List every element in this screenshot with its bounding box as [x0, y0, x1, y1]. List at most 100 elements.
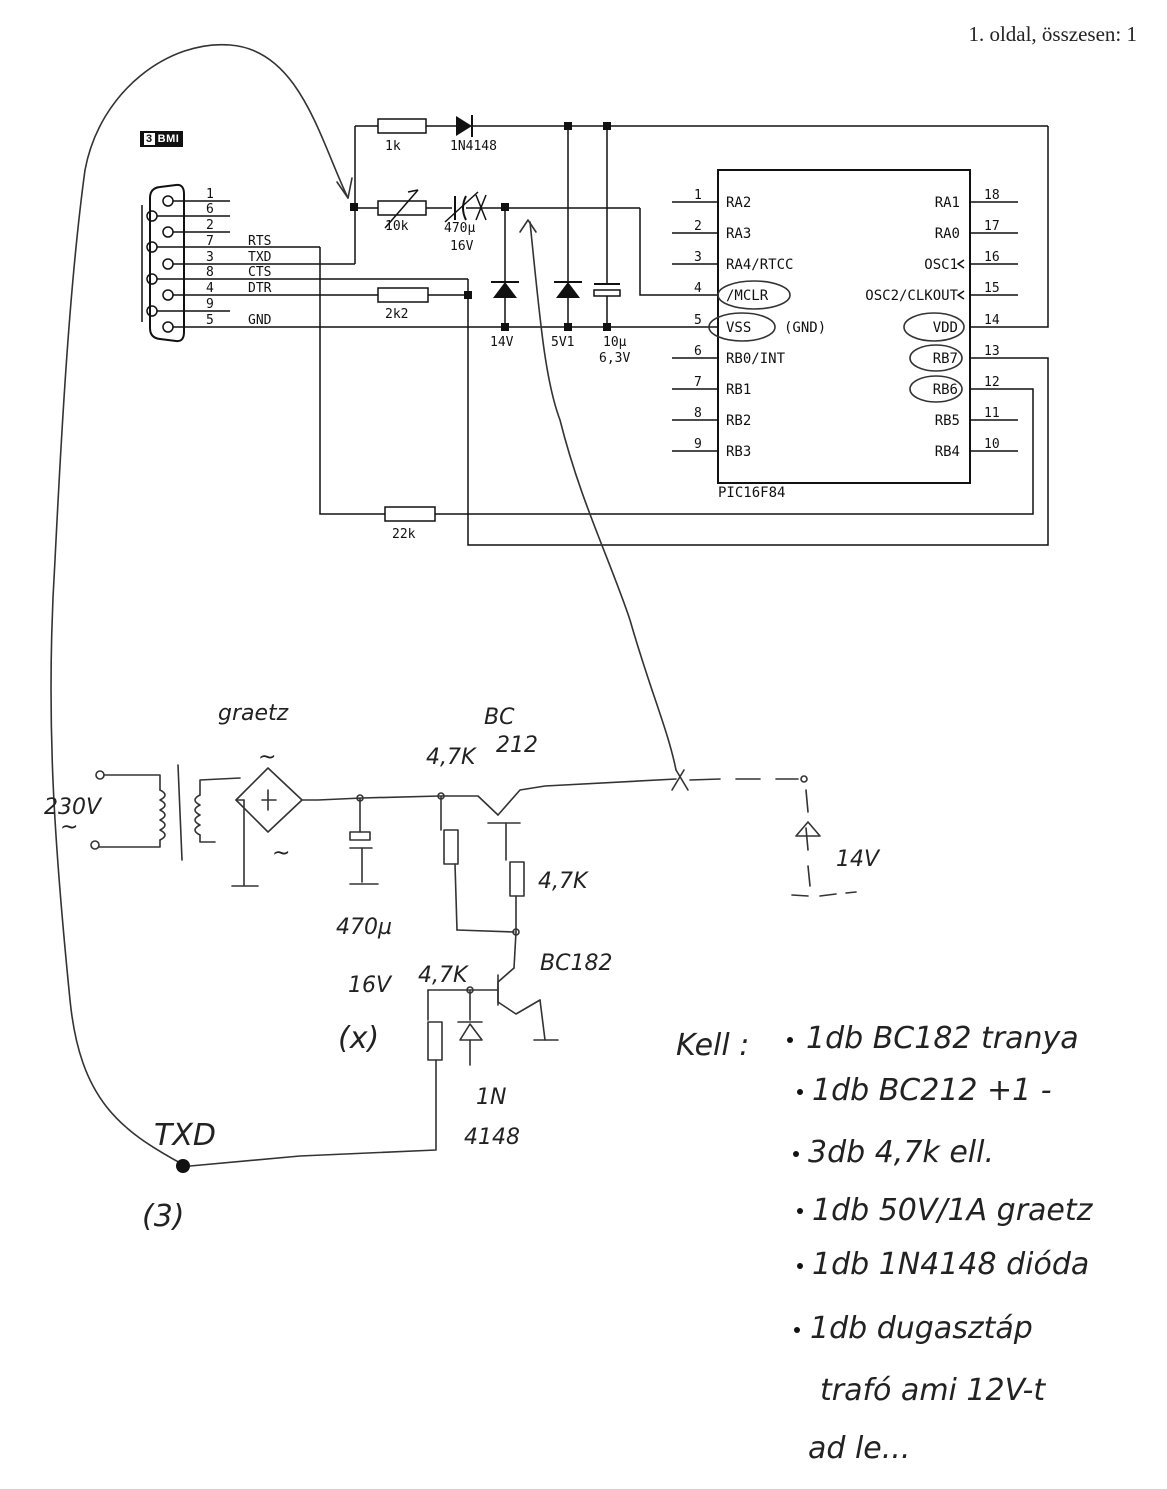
chip-pin-num: 1 [694, 188, 702, 203]
hw-label-230v: 230V [44, 795, 103, 820]
db9-pin-number: 7 [206, 234, 214, 249]
arrowhead [519, 219, 537, 233]
txd-terminal [176, 1159, 190, 1173]
chip-pin-label: RB6 [933, 382, 958, 398]
db9-pin-number: 3 [206, 250, 214, 265]
hw-label-pin3: (3) [142, 1199, 185, 1234]
capacitor-10u [593, 122, 621, 331]
chip-pin-label: RA3 [726, 226, 751, 242]
parts-list-title: Kell : [676, 1028, 749, 1063]
parts-list-item: 1db 50V/1A graetz [812, 1193, 1094, 1228]
chip-pin-label: RB2 [726, 413, 751, 429]
signal-label-gnd: GND [248, 313, 272, 328]
chip-pin-label: RB0/INT [726, 351, 786, 367]
db9-pin-number: 5 [206, 313, 214, 328]
hw-label-tilde: ~ [272, 841, 290, 866]
db9-pin-number: 6 [206, 202, 214, 217]
wire-rb6 [435, 388, 1034, 515]
handwritten-pin-circles [708, 280, 965, 403]
chip-pin-label: RA4/RTCC [726, 257, 793, 273]
chip-pin-label: RB5 [935, 413, 960, 429]
parts-list-item: 3db 4,7k ell. [808, 1135, 994, 1170]
chip-gnd-note: (GND) [784, 320, 826, 336]
transformer [90, 764, 241, 861]
diode-1n4148 [456, 116, 472, 136]
chip-pin-label: VDD [933, 320, 958, 336]
parts-list-bullets [787, 1037, 803, 1333]
chip-pin-num: 8 [694, 406, 702, 421]
wire-vdd [1018, 126, 1049, 328]
chip-pin-label: RA1 [935, 195, 960, 211]
bridge-rectifier [231, 767, 441, 887]
db9-pin-number: 2 [206, 218, 214, 233]
label-r10k: 10k [385, 219, 409, 234]
handwritten-txd-loop [50, 43, 349, 1165]
hw-label-bc: BC [484, 705, 515, 730]
wire-txd [350, 125, 378, 264]
label-r1k: 1k [385, 139, 401, 154]
db9-connector-body [149, 183, 185, 343]
chip-pin-num: 6 [694, 344, 702, 359]
wire-dtr-rb7 [467, 279, 1049, 546]
chip-pin-num: 18 [984, 188, 1000, 203]
hw-label-x: (x) [338, 1021, 379, 1056]
chip-name: PIC16F84 [718, 485, 785, 501]
resistor-2k2 [377, 287, 429, 303]
bc212-stage [437, 778, 677, 936]
logo-text: BMI [157, 133, 180, 145]
logo-number: 3 [144, 133, 155, 145]
wire-mclr [639, 208, 718, 296]
chip-pin-num: 13 [984, 344, 1000, 359]
label-r2k2: 2k2 [385, 307, 408, 322]
parts-list-line: ad le... [808, 1431, 910, 1466]
hw-label-470u: 470µ [336, 915, 392, 940]
chip-pin-num: 2 [694, 219, 702, 234]
zener-5v1 [554, 122, 582, 331]
capacitor-470u [444, 191, 479, 223]
chip-pin-num: 17 [984, 219, 1000, 234]
signal-label-cts: CTS [248, 265, 271, 280]
hw-label-graetz: graetz [218, 701, 289, 726]
label-r22k: 22k [392, 527, 416, 542]
page-header: 1. oldal, összesen: 1 [968, 22, 1137, 46]
hw-label-1n: 1N [476, 1085, 506, 1110]
chip-left-pin-leads [672, 201, 718, 452]
resistor-22k [384, 506, 436, 522]
chip-pin-num: 9 [694, 437, 702, 452]
chip-pin-label: RA0 [935, 226, 960, 242]
hw-label-4-7k: 4,7K [538, 869, 589, 894]
hw-label-tilde: ~ [60, 815, 78, 840]
resistor-1k [377, 118, 427, 134]
hw-label-14v: 14V [836, 847, 881, 872]
signal-label-rts: RTS [248, 234, 271, 249]
signal-label-txd: TXD [248, 250, 272, 265]
hw-label-txd: TXD [154, 1118, 216, 1153]
chip-pin-label: OSC1 [924, 257, 958, 273]
label-c470u-voltage: 16V [450, 239, 474, 254]
hw-label-16v: 16V [348, 973, 393, 998]
bc182-stage [189, 931, 559, 1167]
chip-pin-num: 7 [694, 375, 702, 390]
chip-pin-label: RB3 [726, 444, 751, 460]
chip-pin-label: VSS [726, 320, 751, 336]
hw-label-4-7k: 4,7K [426, 745, 477, 770]
chip-pin-label: RB1 [726, 382, 751, 398]
chip-pin-label: RB7 [933, 351, 958, 367]
signal-label-dtr: DTR [248, 281, 272, 296]
hw-label-4-7k: 4,7K [418, 963, 469, 988]
chip-pin-label: RB4 [935, 444, 960, 460]
label-1n4148: 1N4148 [450, 139, 497, 154]
label-c10u-voltage: 6,3V [599, 351, 630, 366]
db9-pin-number: 1 [206, 187, 214, 202]
filter-capacitor-470u [349, 794, 379, 885]
wire-rts [319, 247, 385, 515]
chip-pin-num: 15 [984, 281, 1000, 296]
clock-pin-markers [956, 259, 965, 300]
label-z14v: 14V [490, 335, 514, 350]
parts-list-item: 1db BC212 +1 - [812, 1073, 1052, 1108]
chip-pin-num: 11 [984, 406, 1000, 421]
hw-label-tilde: ~ [258, 745, 276, 770]
chip-right-pin-leads [970, 201, 1018, 452]
hw-label-4148: 4148 [464, 1125, 520, 1150]
parts-list-line: trafó ami 12V-t [820, 1373, 1046, 1408]
